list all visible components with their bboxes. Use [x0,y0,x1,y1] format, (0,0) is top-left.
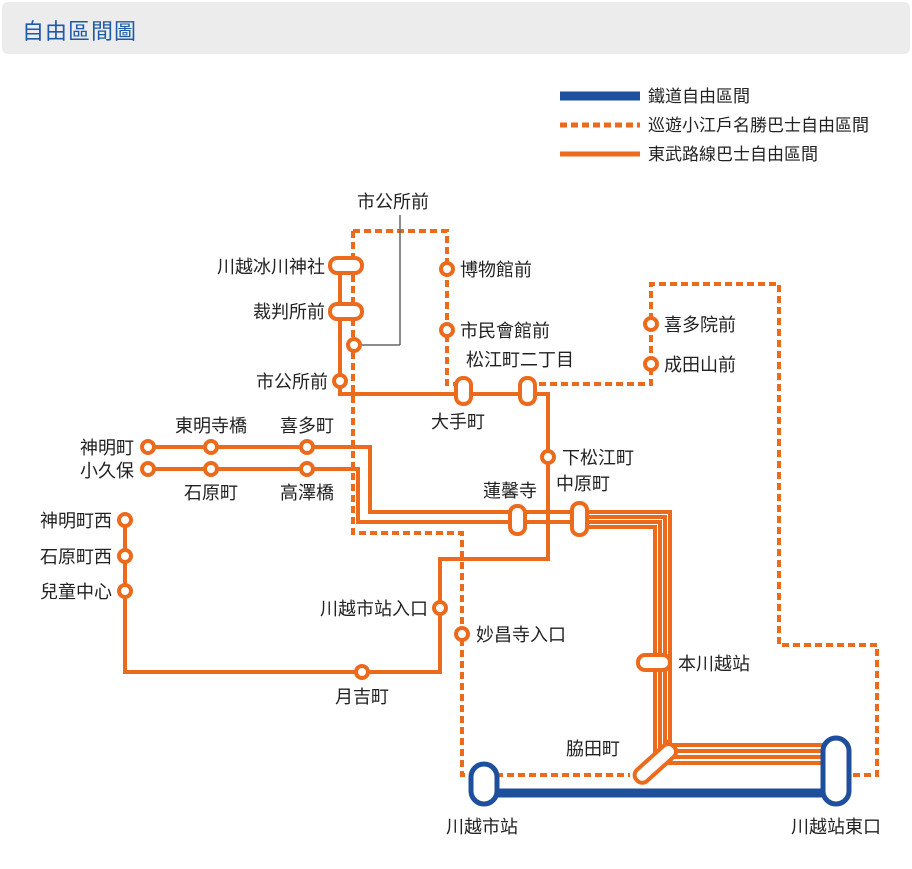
koedo-route-east [528,282,879,777]
koedo-route-west [353,229,465,386]
stop-kokubo-marker [140,461,156,477]
stop-saibansho-marker [328,302,364,321]
stop-hakubutsukan-marker [439,261,455,277]
station-kawagoeshi-marker [468,761,500,807]
label-myoshoji: 妙昌寺入口 [476,625,566,646]
stop-kitamachi-marker [299,439,315,455]
label-kita: 喜多院前 [664,315,736,336]
stop-shinmeicho-marker [140,439,156,455]
legend: 鐵道自由區間 巡遊小江戶名勝巴士自由區間 東武路線巴士自由區間 [560,87,869,165]
tobu-route-trunk-3 [580,520,835,759]
legend-rail-label: 鐵道自由區間 [648,87,750,107]
label-shiyakusho-top: 市公所前 [357,192,429,213]
tobu-route-kokubo [148,467,580,524]
tobu-route-trunk-1 [580,510,835,747]
stop-matsue2-marker [518,376,537,406]
stop-ishiharacho-marker [203,461,219,477]
label-matsue2: 松江町二丁目 [466,350,574,371]
tobu-route-shinmei [148,445,580,514]
label-saibansho: 裁判所前 [253,302,325,323]
label-hikawa: 川越冰川神社 [217,257,325,278]
stop-tomyoji-marker [203,439,219,455]
tobu-bus-routes [123,215,835,770]
station-kawagoe-east-marker [820,735,852,807]
tobu-route-shiyakusho [123,266,550,674]
label-otemachi: 大手町 [431,412,485,433]
tobu-route-trunk-2 [580,515,835,753]
label-naritasan: 成田山前 [664,355,736,376]
stop-naritasan-marker [643,356,659,372]
label-ishiharacho: 石原町 [184,483,238,504]
label-shimin: 市民會館前 [460,321,550,342]
label-wakita: 脇田町 [566,739,620,760]
section-title: 自由區間圖 [22,20,138,45]
tobu-route-trunk-4 [580,525,835,765]
stop-hikawa-marker [328,256,364,275]
legend-koedo-label: 巡遊小江戶名勝巴士自由區間 [648,116,869,136]
section-header: 自由區間圖 [2,2,910,54]
label-tomyoji: 東明寺橋 [175,416,247,437]
label-shinmei-nishi: 神明町西 [40,511,112,532]
stop-nakahara-marker [570,501,589,537]
label-kawagoeshi: 川越市站 [446,817,518,838]
stop-myoshoji-marker [454,626,470,642]
stop-ishihara-nishi-marker [117,548,133,564]
stop-shinmei-nishi-marker [117,512,133,528]
stop-honkawagoe-marker [636,653,672,672]
stop-shimomatsue-marker [540,449,556,465]
stop-markers [117,256,679,785]
koedo-bus-routes [351,229,879,777]
label-kawagoeshi-iriguchi: 川越市站入口 [320,599,428,620]
stop-kita-marker [643,316,659,332]
label-nakahara: 中原町 [556,474,610,495]
label-kitamachi: 喜多町 [280,416,334,437]
stop-kawagoeshi-iriguchi-marker [432,600,448,616]
legend-tobu-label: 東武路線巴士自由區間 [648,145,818,165]
label-shiyakusho: 市公所前 [256,372,328,393]
stop-jido-marker [117,583,133,599]
stop-shiyakusho-a-marker [346,337,362,353]
label-kokubo: 小久保 [80,461,134,482]
label-jido: 兒童中心 [40,582,112,603]
label-shimomatsue: 下松江町 [562,448,634,469]
label-honkawagoe: 本川越站 [678,654,750,675]
label-kawagoe-east: 川越站東口 [791,817,881,838]
label-tsukiyoshi: 月吉町 [335,687,389,708]
label-takasawa: 高澤橋 [280,483,334,504]
label-renkeiji: 蓮馨寺 [483,481,537,502]
stop-shimin-marker [439,322,455,338]
label-ishihara-nishi: 石原町西 [40,547,112,568]
stop-wakita-marker [632,741,679,785]
stop-otemachi-marker [454,376,473,406]
label-hakubutsukan: 博物館前 [460,260,532,281]
label-shinmeicho: 神明町 [80,438,134,459]
stop-tsukiyoshi-marker [354,664,370,680]
stop-renkeiji-marker [508,504,527,536]
station-labels: 市公所前 川越冰川神社 裁判所前 市公所前 博物館前 市民會館前 松江町二丁目 … [40,192,881,838]
stop-takasawa-marker [299,461,315,477]
stop-shiyakusho-marker [332,373,348,389]
